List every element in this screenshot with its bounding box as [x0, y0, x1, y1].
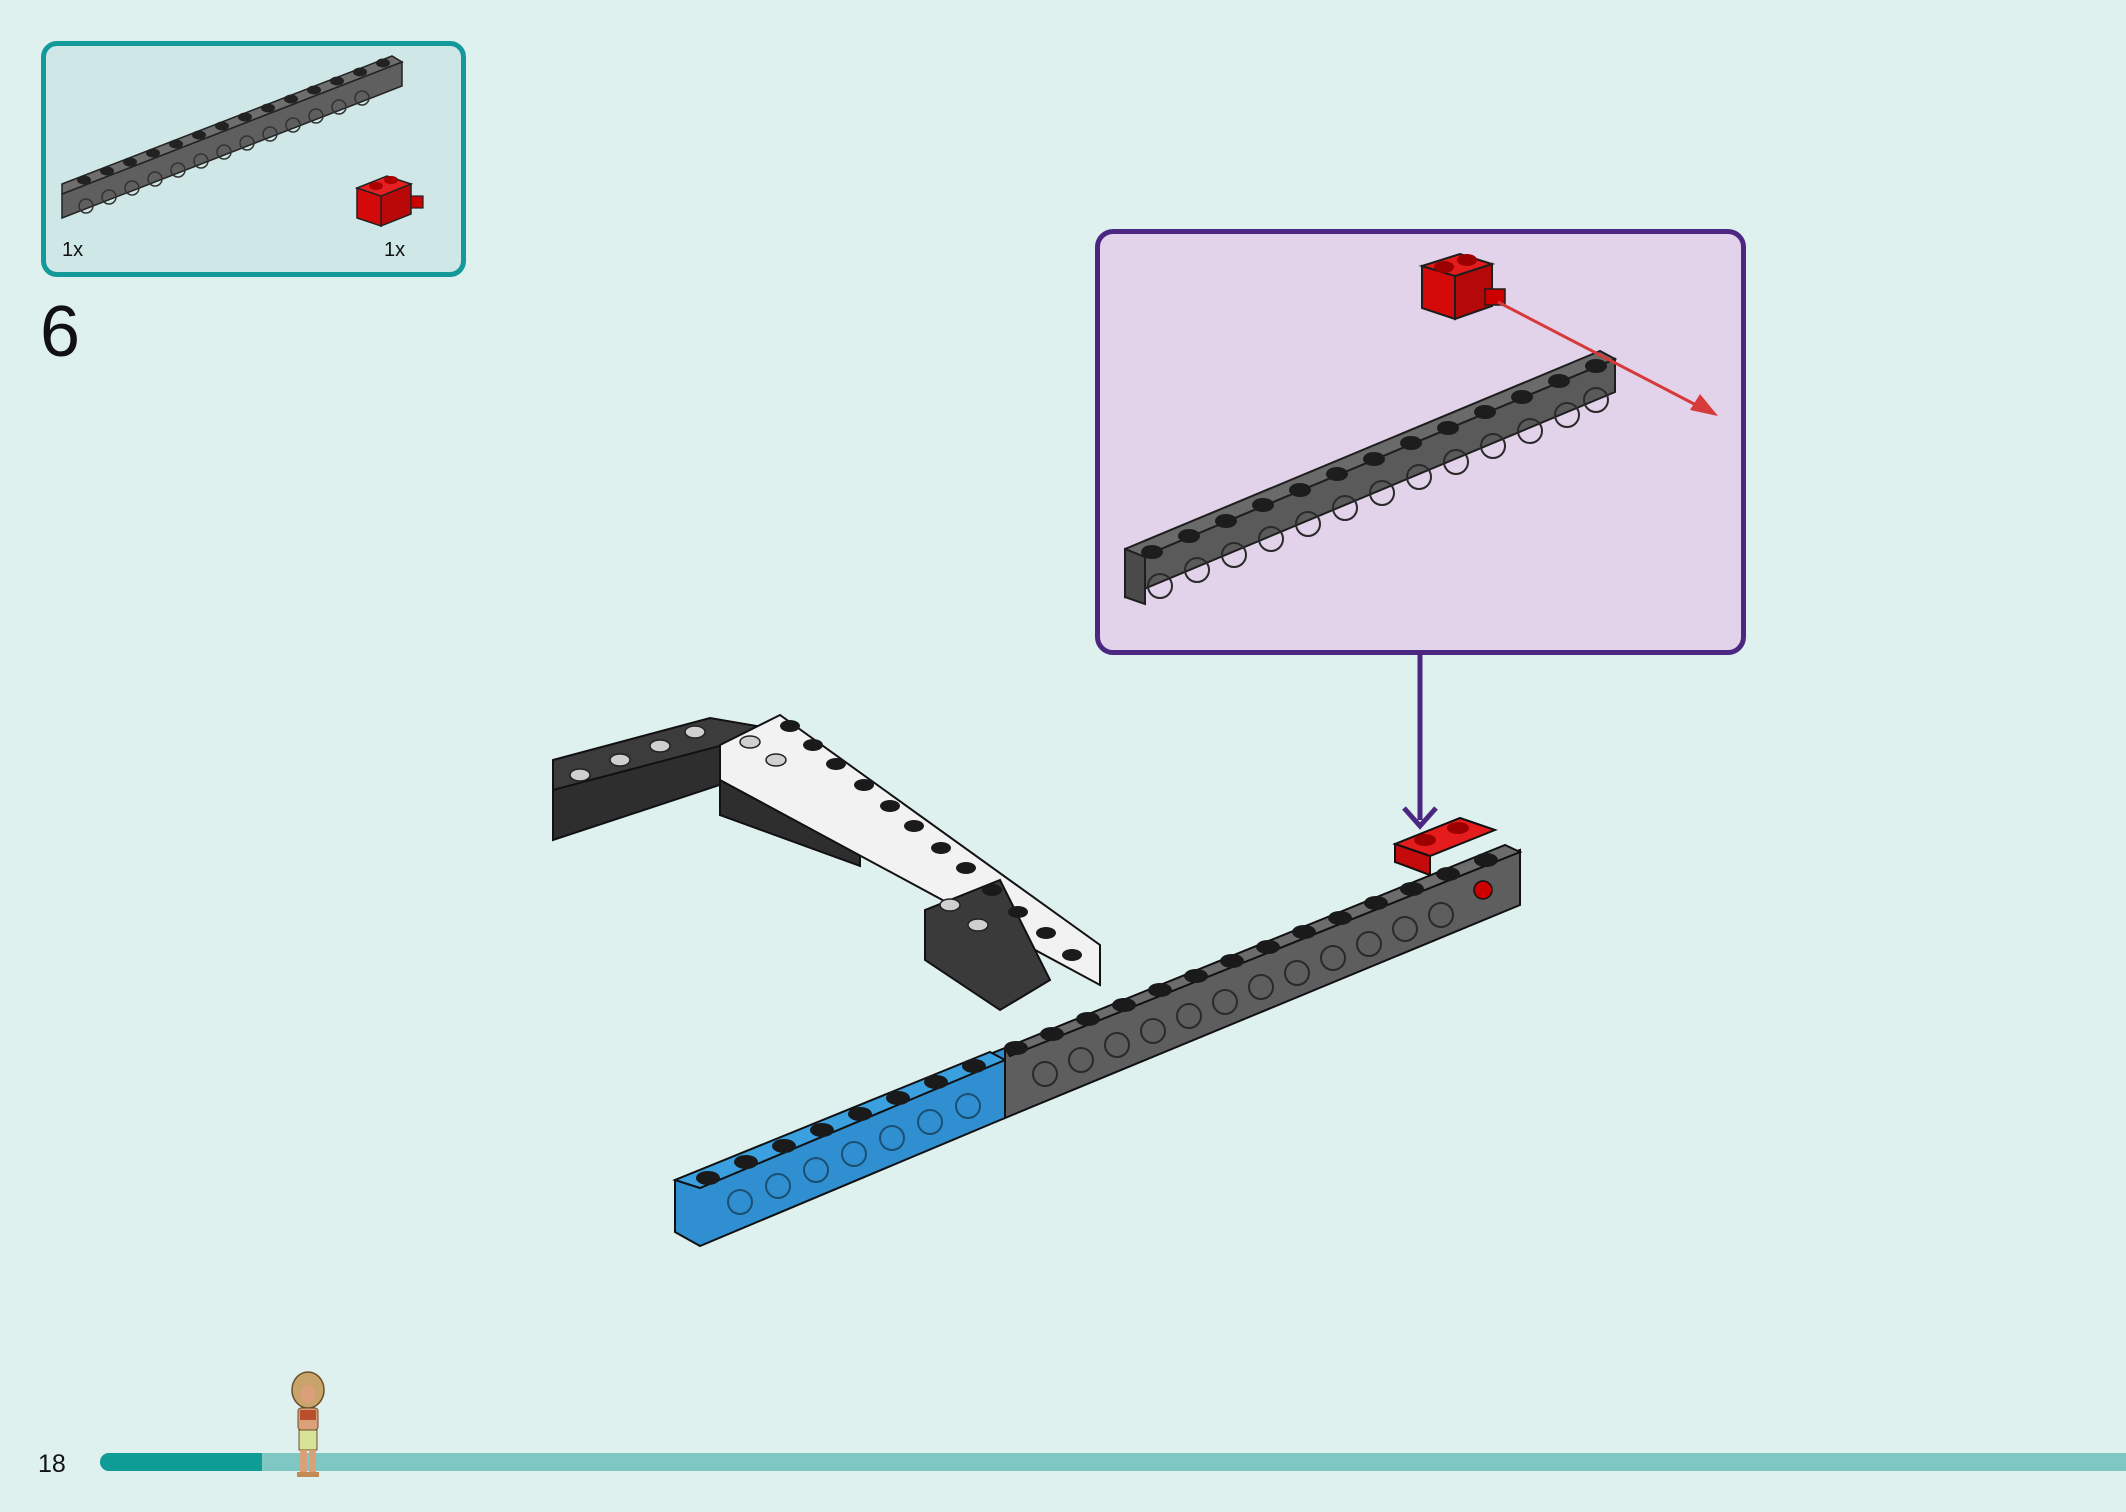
gray-beam-part-icon — [61, 55, 404, 220]
upper-frame-icon — [552, 713, 1101, 1012]
progress-bar — [100, 1453, 2126, 1471]
blue-beam-icon — [672, 1046, 1008, 1248]
callout-illustration — [1124, 252, 1718, 606]
red-brick-part-icon — [354, 175, 424, 228]
callout-box — [1095, 229, 1746, 655]
quantity-label: 1x — [62, 239, 84, 261]
minifigure-icon — [291, 1371, 325, 1477]
arrow-diagonal-icon — [1497, 300, 1718, 416]
parts-list-box: 1x 1x — [41, 41, 466, 277]
gray-beam-icon — [1003, 843, 1523, 1120]
step-number: 6 — [40, 292, 81, 372]
red-brick-icon — [1392, 816, 1498, 900]
parts-illustrations — [61, 55, 424, 228]
gray-beam-icon — [1124, 349, 1618, 606]
progress-fill — [100, 1453, 263, 1471]
red-brick-icon — [1418, 252, 1506, 321]
page-number: 18 — [38, 1450, 66, 1478]
arrow-down-icon — [1402, 655, 1438, 830]
quantity-label: 1x — [384, 239, 406, 261]
